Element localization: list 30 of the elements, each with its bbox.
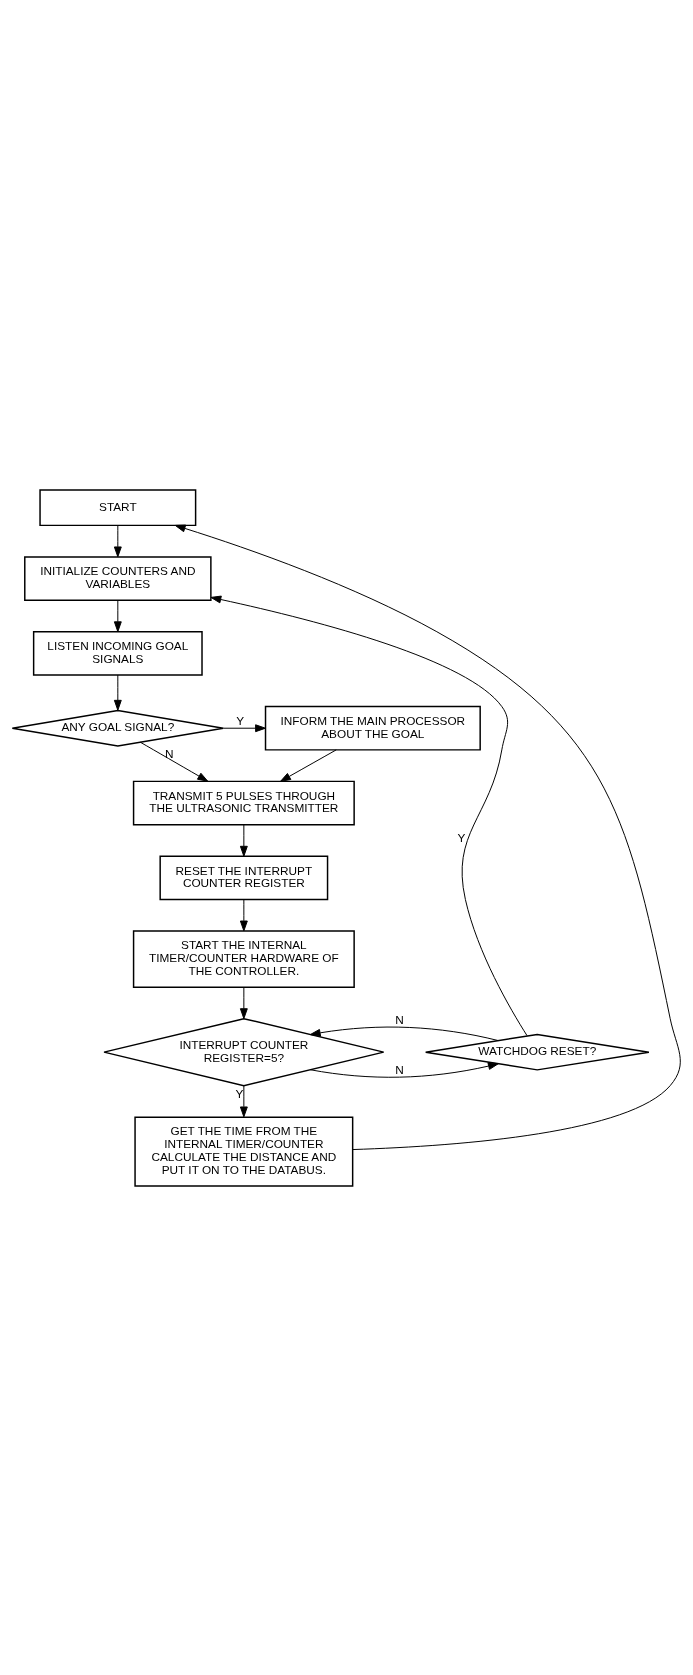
node-box: INITIALIZE COUNTERS AND VARIABLES <box>24 555 212 601</box>
node-box: START <box>39 488 197 526</box>
arrow <box>280 748 337 782</box>
arrow <box>239 986 248 1019</box>
arrow <box>174 524 681 1150</box>
edge-label: Y <box>235 1086 244 1101</box>
arrow <box>309 1061 499 1078</box>
edge-label: N <box>395 1062 404 1077</box>
node-box: INFORM THE MAIN PROCESSOR ABOUT THE GOAL <box>264 705 481 751</box>
node-box: LISTEN INCOMING GOAL SIGNALS <box>32 630 203 676</box>
node-diamond: INTERRUPT COUNTER REGISTER=5? <box>103 1017 385 1086</box>
arrow <box>113 599 122 632</box>
edge-label: Y <box>236 713 245 728</box>
node-box: TRANSMIT 5 PULSES THROUGH THE ULTRASONIC TRANSMITTER <box>132 780 355 825</box>
arrow <box>239 1084 248 1117</box>
arrow <box>239 823 248 857</box>
node-diamond: ANY GOAL SIGNAL? <box>11 709 225 747</box>
arrow <box>139 741 209 782</box>
arrow <box>210 595 528 1036</box>
node-box: START THE INTERNAL TIMER/COUNTER HARDWARE OF THE CONTROLLER. <box>132 929 355 988</box>
node-box: RESET THE INTERRUPT COUNTER REGISTER <box>159 855 329 900</box>
arrow <box>309 1026 499 1041</box>
arrow <box>239 898 248 931</box>
edge-label: N <box>395 1012 404 1027</box>
arrow <box>113 524 122 557</box>
arrow <box>113 674 122 711</box>
arrow <box>222 723 266 732</box>
edge-label: Y <box>457 830 466 845</box>
node-box: GET THE TIME FROM THE INTERNAL TIMER/COUNTER CALCULATE THE DISTANCE AND PUT IT ON TO THE DATABUS. <box>134 1115 354 1187</box>
edge-label: N <box>164 746 174 761</box>
